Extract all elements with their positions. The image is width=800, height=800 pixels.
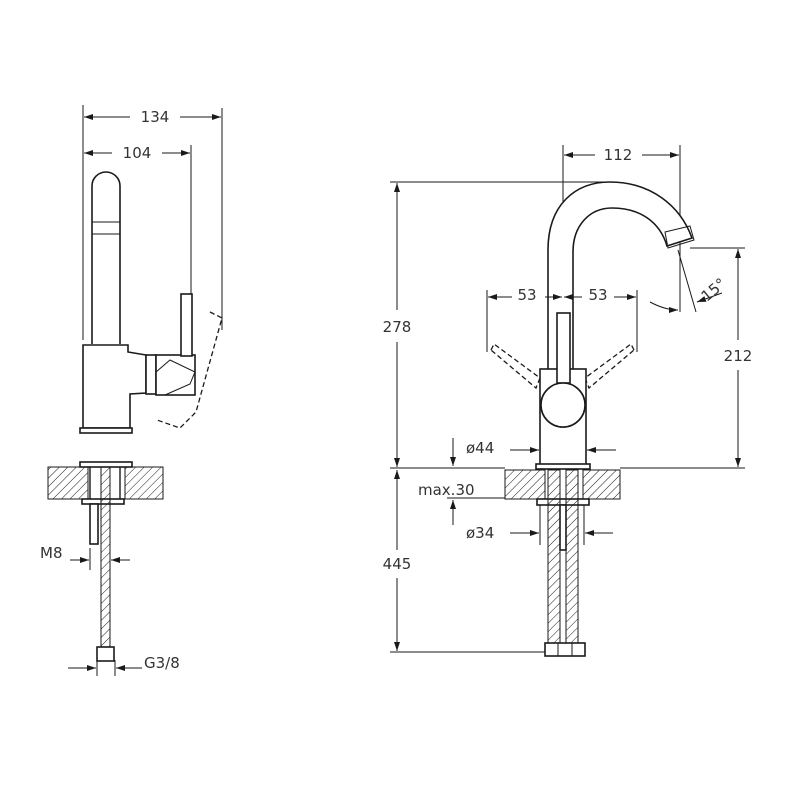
dimension-angle-15: 15° (649, 249, 730, 313)
lever-alt-position (156, 311, 223, 429)
dimension-label: 112 (604, 146, 633, 164)
counter-top (582, 469, 621, 500)
dimension-label: M8 (40, 544, 63, 562)
threaded-stud (559, 504, 567, 551)
body (82, 344, 147, 429)
dimension-134: 134 (84, 108, 221, 126)
dimension-278: 278 (383, 183, 412, 467)
aerator (91, 221, 121, 235)
lever-left-position (490, 343, 541, 390)
supply-hose-left (547, 469, 561, 646)
threaded-stud (89, 503, 99, 545)
counter-top (124, 466, 164, 500)
counter-top (47, 466, 89, 500)
aerator (664, 225, 695, 249)
dimension-m8: M8 (40, 544, 130, 570)
dimension-53-right: 53 (564, 286, 636, 304)
dimension-104: 104 (84, 144, 190, 162)
lever-right-position (584, 343, 635, 390)
dimension-label: ø44 (466, 439, 494, 457)
dimension-d44: ø44 (450, 438, 616, 466)
dimension-label: 53 (517, 286, 536, 304)
dimension-label: max.30 (418, 481, 475, 499)
lever (180, 293, 193, 357)
side-view: 134 104 M8 (40, 105, 223, 676)
dimension-label: 278 (383, 318, 412, 336)
mount-nut (536, 498, 590, 506)
supply-hose (100, 466, 111, 648)
dimension-label: ø34 (466, 524, 494, 542)
base-flange (79, 427, 133, 434)
mount-ring (79, 461, 133, 468)
lever (556, 312, 571, 384)
dimension-label: 15° (698, 274, 730, 305)
supply-hose-right (565, 469, 579, 646)
hose-nuts (544, 642, 586, 657)
dimension-112: 112 (564, 146, 679, 164)
dimension-label: G3/8 (144, 654, 180, 672)
spout (91, 171, 121, 344)
dimension-label: 104 (123, 144, 152, 162)
dimension-label: 212 (724, 347, 753, 365)
base-flange (535, 463, 591, 470)
dimension-max30: max.30 (418, 481, 505, 525)
connector (145, 354, 157, 395)
handle-cartridge (155, 354, 196, 396)
dimension-label: 53 (588, 286, 607, 304)
dimension-445: 445 (383, 470, 412, 651)
hose-nut (96, 646, 115, 662)
handle-shape (155, 359, 196, 396)
dimension-label: 134 (141, 108, 170, 126)
dimension-d34: ø34 (466, 524, 613, 542)
counter-top (504, 469, 546, 500)
dimension-212: 212 (724, 249, 753, 467)
front-view: 112 278 212 15° (383, 145, 753, 657)
dimension-g38: G3/8 (68, 654, 180, 676)
dimension-53-left: 53 (488, 286, 562, 304)
dimension-label: 445 (383, 555, 412, 573)
